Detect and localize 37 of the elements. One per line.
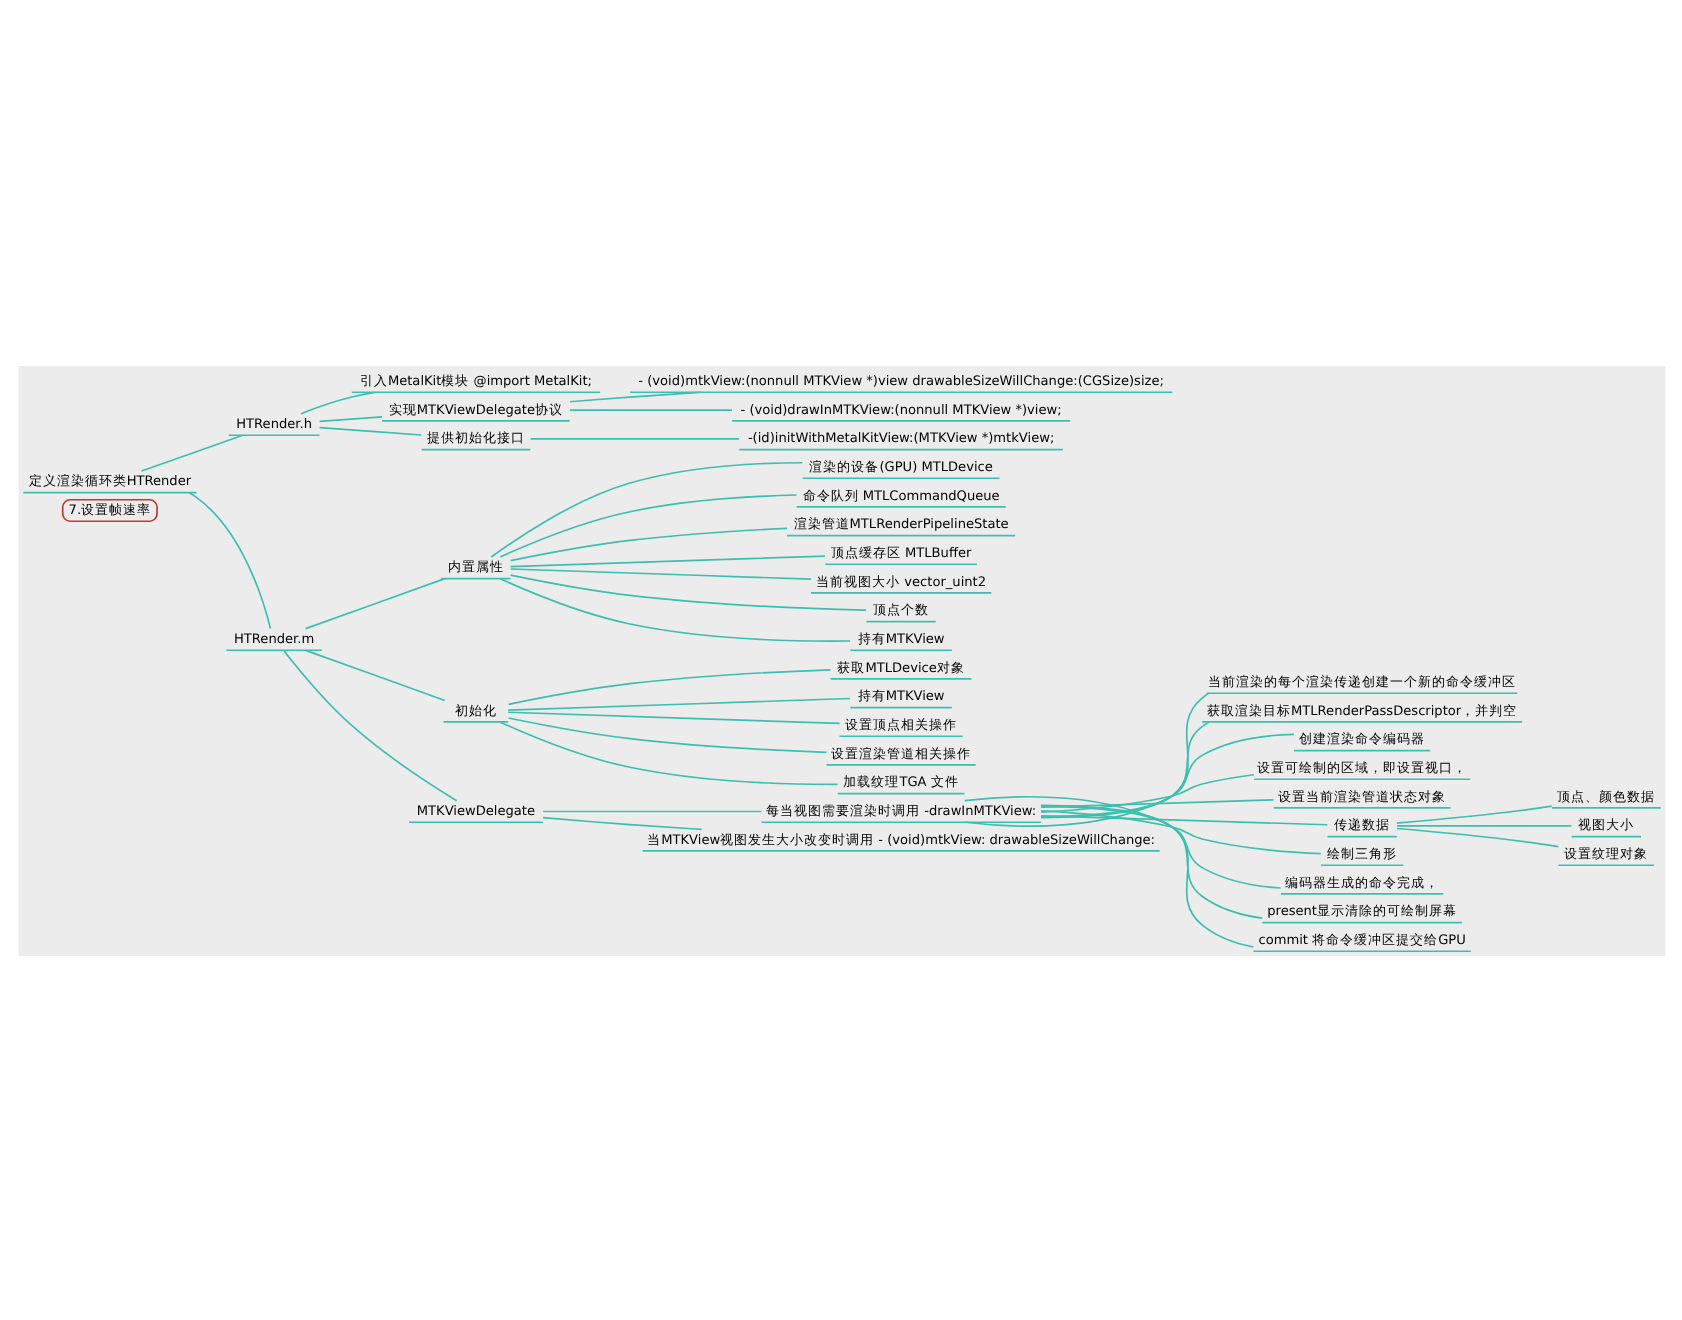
connector: [506, 716, 827, 753]
connector: [568, 408, 732, 411]
connector: [489, 460, 803, 557]
connector: [498, 720, 838, 785]
connector: [506, 668, 831, 705]
connector: [1039, 804, 1263, 918]
connector: [187, 490, 271, 629]
connector: [962, 732, 1294, 827]
connector: [303, 576, 445, 629]
connector: [281, 648, 457, 801]
connector: [303, 648, 445, 701]
connector: [1039, 803, 1254, 947]
connector: [1039, 809, 1321, 854]
connector: [541, 815, 702, 830]
connector: [1395, 826, 1559, 847]
connector: [506, 710, 840, 724]
connector: [299, 390, 375, 414]
connector: [508, 567, 811, 579]
connector: [508, 573, 866, 611]
connector: [1039, 798, 1274, 807]
connector: [528, 437, 739, 439]
connector: [568, 390, 702, 402]
connector: [498, 577, 850, 641]
connector: [1395, 804, 1552, 823]
connector: [1039, 691, 1209, 818]
connector: [1039, 772, 1254, 812]
connector: [1395, 824, 1572, 826]
connector: [508, 554, 825, 567]
connector: [317, 425, 422, 435]
connector: [498, 493, 797, 557]
connector: [1039, 814, 1327, 825]
connector: [541, 809, 762, 812]
connector: [317, 415, 382, 422]
connector: [962, 794, 1281, 888]
connector: [506, 696, 850, 710]
connector: [508, 526, 787, 561]
connector: [139, 433, 242, 471]
